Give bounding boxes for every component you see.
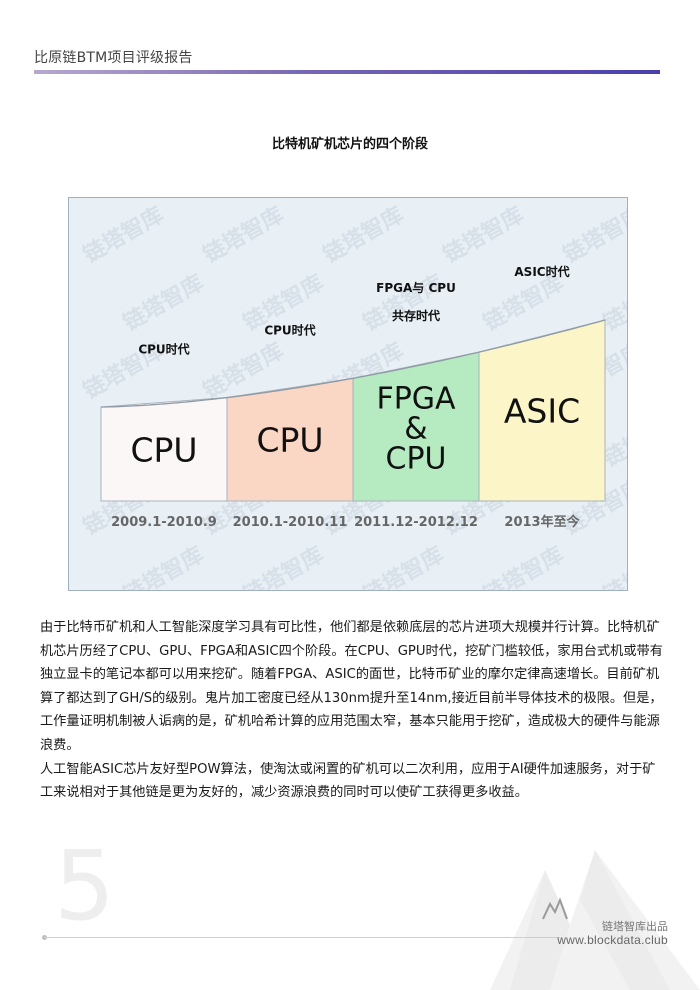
watermark-text: 链塔智库	[559, 202, 628, 269]
paragraph: 由于比特币矿机和人工智能深度学习具有可比性，他们都是依赖底层的芯片进项大规模并行…	[40, 620, 663, 753]
stage-box-label: ASIC	[504, 392, 580, 431]
stage-era-label: FPGA与 CPU	[376, 281, 456, 295]
watermark-text: 链塔智库	[599, 542, 628, 591]
header-divider	[34, 70, 660, 74]
figure-title: 比特机矿机芯片的四个阶段	[271, 137, 428, 152]
watermark-text: 链塔智库	[79, 202, 168, 269]
stage-period: 2013年至今	[504, 514, 580, 530]
footer-url[interactable]: www.blockdata.club	[557, 933, 668, 947]
brand-logo-watermark	[490, 850, 700, 990]
page-number: 5	[54, 830, 116, 942]
stage-box-label: CPU	[130, 430, 197, 469]
stage-era-label: CPU时代	[264, 322, 315, 337]
stages-diagram: 链塔智库链塔智库链塔智库链塔智库链塔智库链塔智库链塔智库链塔智库链塔智库链塔智库…	[79, 202, 628, 591]
watermark-text: 链塔智库	[199, 202, 288, 269]
report-title: 比原链BTM项目评级报告	[34, 50, 193, 66]
stage-period: 2010.1-2010.11	[233, 515, 348, 530]
footer-divider	[44, 937, 560, 938]
stage-period: 2009.1-2010.9	[111, 515, 217, 530]
watermark-text: 链塔智库	[359, 542, 448, 591]
brand-logo-icon	[542, 898, 568, 920]
watermark-text: 链塔智库	[119, 542, 208, 591]
watermark-text: 链塔智库	[439, 202, 528, 269]
paragraph: 人工智能ASIC芯片友好型POW算法，使淘汰或闲置的矿机可以二次利用，应用于AI…	[40, 761, 656, 801]
curve-outline	[101, 319, 606, 408]
footer-brand: 链塔智库出品	[602, 920, 668, 933]
watermark-text: 链塔智库	[119, 270, 208, 337]
watermark-text: 链塔智库	[479, 542, 568, 591]
stage-era-label: ASIC时代	[514, 264, 569, 279]
body-text: 由于比特币矿机和人工智能深度学习具有可比性，他们都是依赖底层的芯片进项大规模并行…	[40, 616, 665, 805]
stage-box-label: &	[404, 412, 427, 447]
stage-period: 2011.12-2012.12	[354, 515, 478, 530]
watermark-text: 链塔智库	[319, 202, 408, 269]
stage-box-label: CPU	[256, 421, 323, 460]
watermark-text: 链塔智库	[359, 270, 448, 337]
stage-era-label: CPU时代	[138, 342, 189, 357]
stage-era-label: 共存时代	[392, 308, 440, 323]
stage-layer: CPU CPU时代 2009.1-2010.9 CPU CPU时代 2010.1-2010…	[100, 264, 606, 530]
chip-stages-figure: 链塔智库链塔智库链塔智库链塔智库链塔智库链塔智库链塔智库链塔智库链塔智库链塔智库…	[68, 197, 628, 591]
watermark-text: 链塔智库	[479, 270, 568, 337]
stage-box-label: CPU	[386, 442, 447, 477]
stage-box-label: FPGA	[376, 382, 456, 417]
watermark-text: 链塔智库	[239, 542, 328, 591]
